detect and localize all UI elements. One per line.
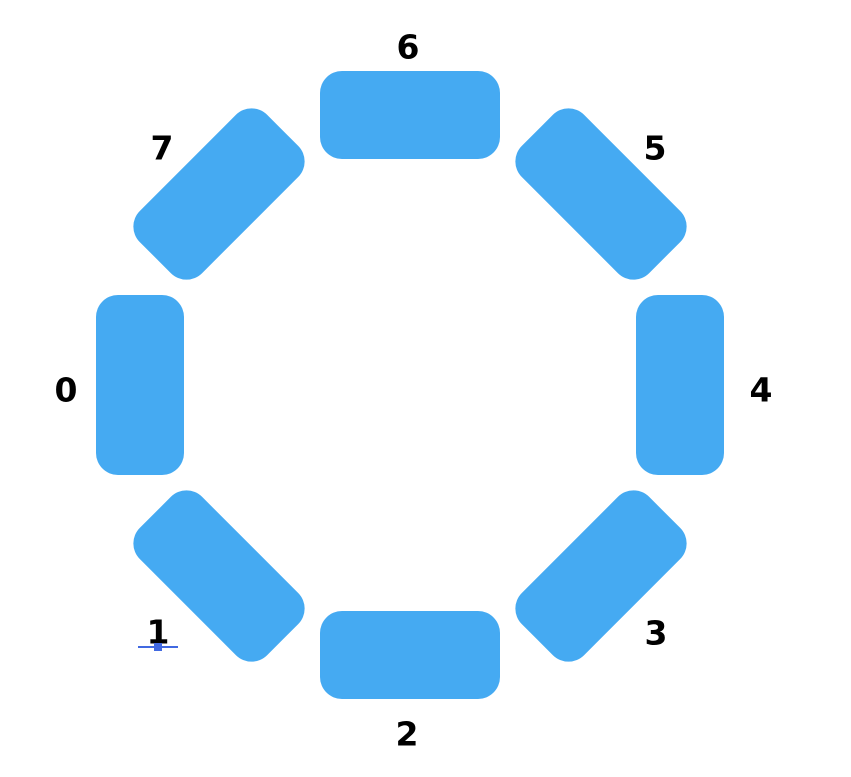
node-label-3: 3 — [644, 613, 668, 653]
node-label-1: 1 — [146, 612, 170, 652]
node-label-6: 6 — [396, 27, 420, 67]
node-shape-2[interactable] — [320, 611, 500, 699]
node-shape-5[interactable] — [506, 99, 696, 289]
node-label-7: 7 — [150, 128, 174, 168]
tick-marker-dot — [154, 643, 162, 651]
node-shape-6[interactable] — [320, 71, 500, 159]
node-label-0: 0 — [54, 370, 78, 410]
node-label-2: 2 — [395, 714, 419, 754]
node-label-4: 4 — [749, 370, 773, 410]
node-shape-4[interactable] — [636, 295, 724, 475]
node-label-5: 5 — [643, 128, 667, 168]
node-shape-0[interactable] — [96, 295, 184, 475]
